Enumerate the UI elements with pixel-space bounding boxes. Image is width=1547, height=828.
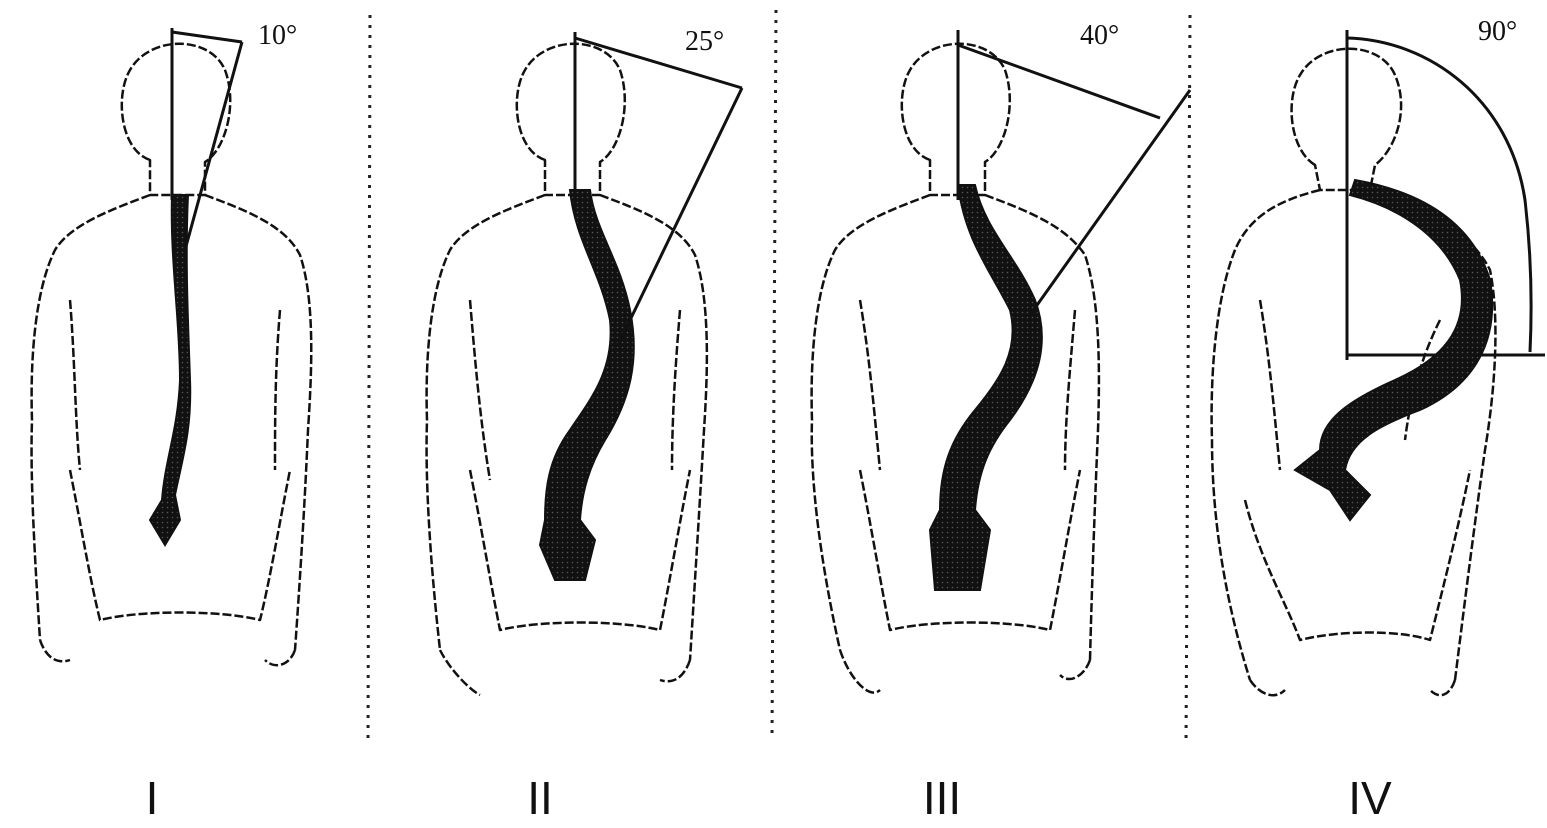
- stage-1-left-arm: [40, 300, 80, 661]
- stage-label-1: I: [92, 775, 212, 821]
- stage-3-head: [902, 44, 1010, 195]
- stage-1-angle-label: 10°: [258, 20, 297, 51]
- divider-2: [772, 10, 776, 740]
- stage-1-right-arm: [265, 310, 295, 665]
- panel-dividers: [368, 10, 1190, 745]
- stage-4-spine: [1295, 180, 1492, 520]
- stage-4-left-arm: [1250, 300, 1285, 695]
- stage-3-left-arm: [840, 300, 880, 693]
- stage-2-left-arm: [440, 300, 490, 695]
- stage-label-2: II: [480, 775, 600, 821]
- stage-4-angle-label: 90°: [1478, 16, 1517, 47]
- stage-3-figure: [812, 44, 1099, 693]
- stage-3-angle-label: 40°: [1080, 20, 1119, 51]
- stage-2-spine: [540, 190, 634, 580]
- stage-2-head: [517, 44, 625, 195]
- stage-label-3: III: [882, 775, 1002, 821]
- divider-3: [1186, 15, 1190, 745]
- stage-3-spine: [930, 185, 1042, 590]
- stage-label-4: IV: [1310, 775, 1430, 821]
- stage-1-waist: [70, 470, 290, 620]
- divider-1: [368, 15, 370, 745]
- stage-2-figure: [427, 44, 707, 695]
- stage-2-angle-label: 25°: [685, 26, 724, 57]
- stage-2-torso: [427, 195, 707, 660]
- stage-1-head: [122, 44, 230, 195]
